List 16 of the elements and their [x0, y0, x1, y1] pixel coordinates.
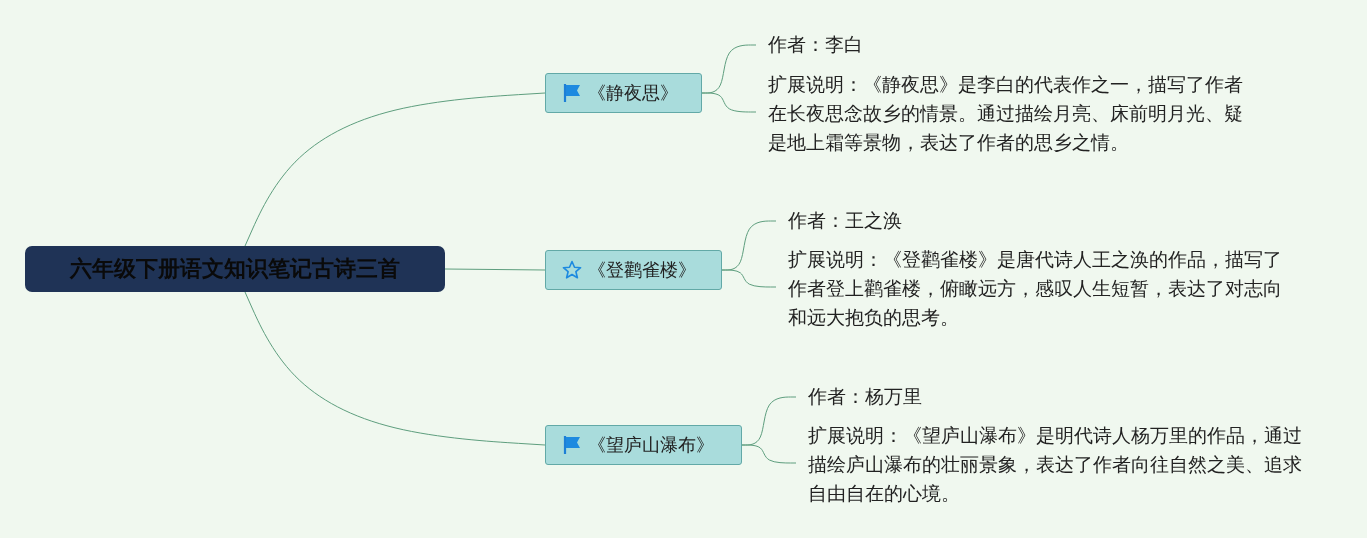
connector-line	[721, 269, 777, 288]
connector-line	[444, 268, 546, 271]
connector-line	[244, 291, 546, 446]
connector-line	[741, 444, 797, 464]
connector-line	[244, 92, 546, 247]
connector-line	[701, 92, 757, 113]
description-text: 扩展说明：《登鹳雀楼》是唐代诗人王之涣的作品，描写了作者登上鹳雀楼，俯瞰远方，感叹人生短暂，表达了对志向和远大抱负的思考。	[788, 248, 1283, 330]
author-text: 作者：杨万里	[808, 385, 923, 409]
author-text: 作者：李白	[768, 33, 864, 57]
topic-box: 《望庐山瀑布》	[545, 425, 742, 465]
description-text: 扩展说明：《望庐山瀑布》是明代诗人杨万里的作品，通过描绘庐山瀑布的壮丽景象，表达了作者向往自然之美、追求自由自在的心境。	[808, 424, 1303, 506]
topic-box: 《静夜思》	[545, 73, 702, 113]
author-text: 作者：王之涣	[788, 209, 903, 233]
root-topic-box: 六年级下册语文知识笔记古诗三首	[25, 246, 445, 292]
description-text: 扩展说明：《静夜思》是李白的代表作之一，描写了作者在长夜思念故乡的情景。通过描绘月亮、床前明月光、疑是地上霜等景物，表达了作者的思乡之情。	[768, 73, 1244, 155]
topic-box: 《登鹳雀楼》	[545, 250, 722, 290]
